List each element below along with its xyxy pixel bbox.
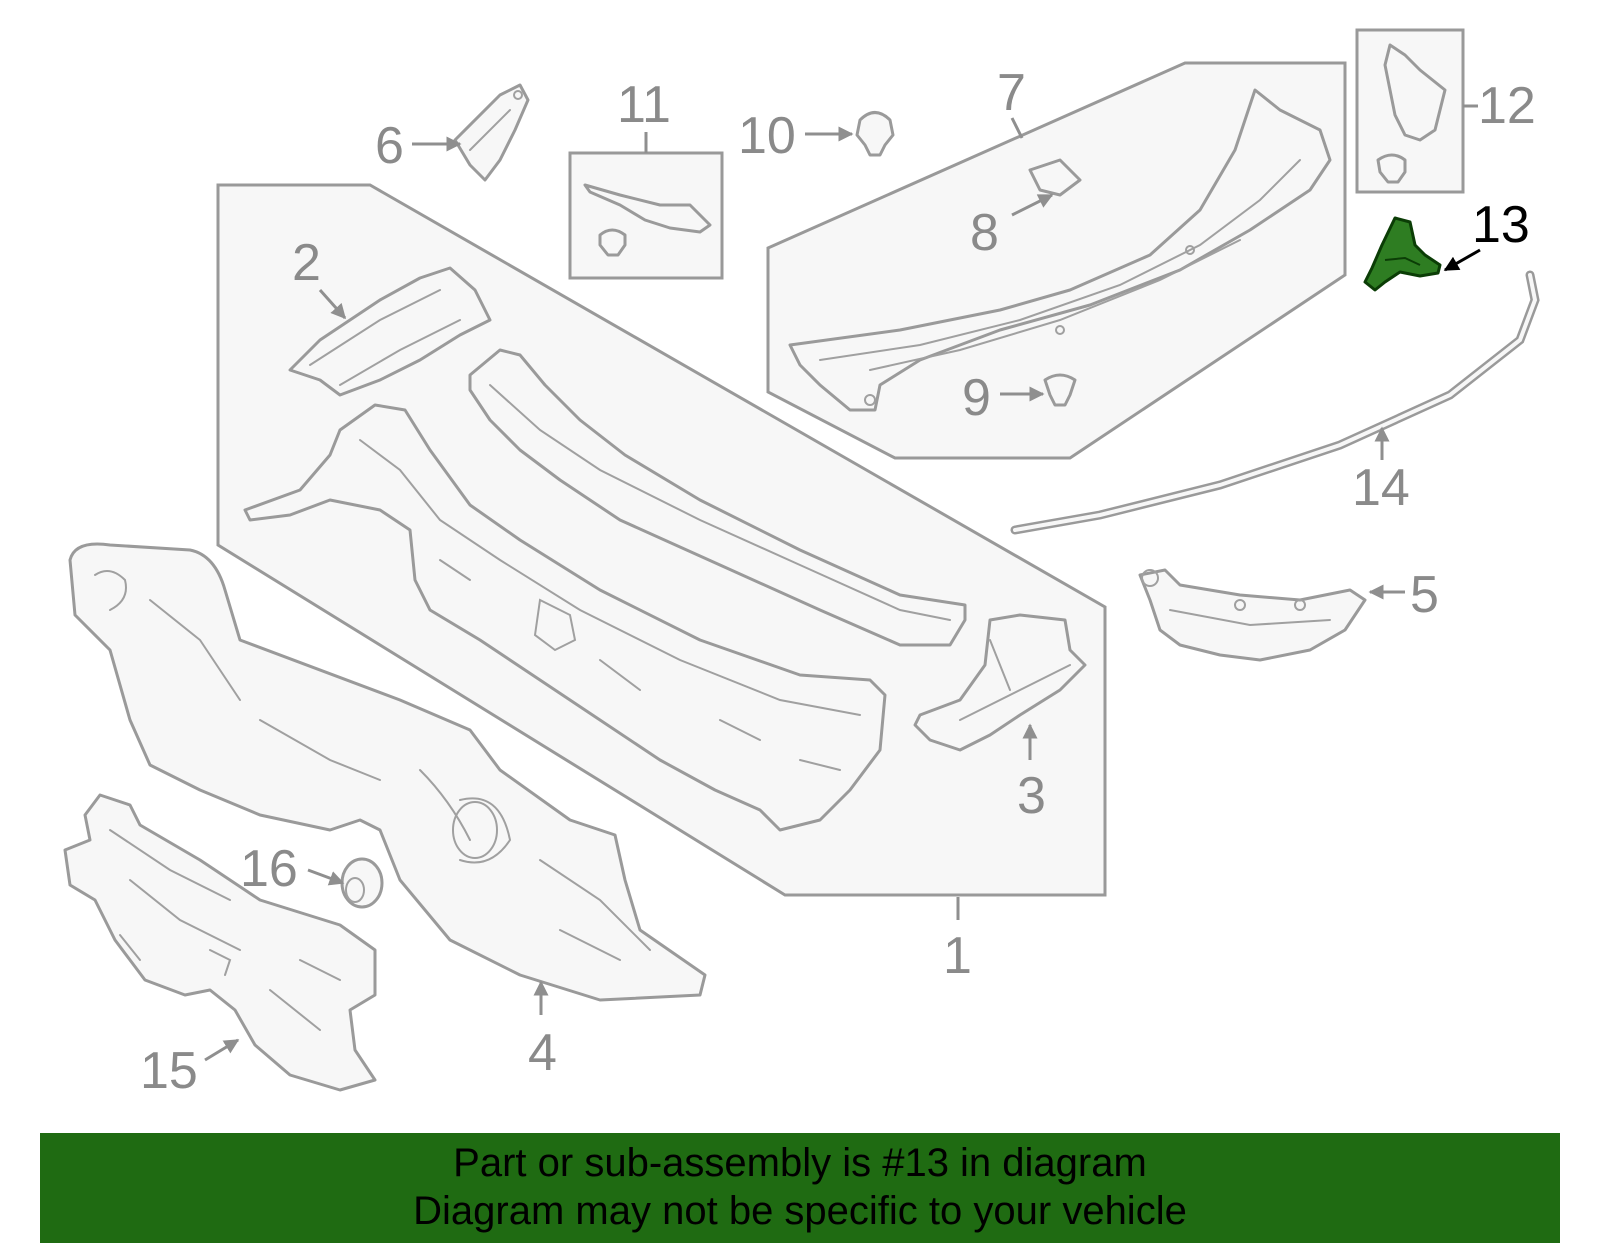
- part-8-seal: [1028, 158, 1082, 197]
- leader-8: [1011, 193, 1054, 217]
- callout-6: 6: [375, 117, 404, 175]
- part-1-upper-rail: [468, 348, 967, 647]
- callout-1: 1: [943, 927, 972, 985]
- part-3-bracket: [913, 613, 1087, 752]
- callout-15: 15: [140, 1042, 198, 1100]
- info-banner: Part or sub-assembly is #13 in diagram D…: [40, 1133, 1560, 1243]
- part-1-cowl-panel: [243, 403, 887, 832]
- callout-4: 4: [528, 1024, 557, 1082]
- leader-16: [307, 868, 345, 886]
- callout-7: 7: [997, 64, 1026, 122]
- part-6-bracket: [453, 83, 530, 182]
- callout-16: 16: [240, 840, 298, 898]
- part-9-clip: [1043, 373, 1077, 407]
- leader-7: [1010, 117, 1024, 139]
- part-12-seal: [1376, 43, 1447, 184]
- part-13-highlighted[interactable]: [1363, 216, 1442, 292]
- callout-10: 10: [738, 107, 796, 165]
- callout-11: 11: [617, 76, 671, 134]
- part-11-seal: [583, 183, 712, 257]
- callout-5: 5: [1410, 566, 1439, 624]
- callout-13: 13: [1472, 196, 1530, 254]
- part-5-bracket: [1138, 568, 1367, 662]
- part-2-bracket: [288, 266, 492, 397]
- part-4-dash-panel: [68, 542, 707, 1002]
- callout-9: 9: [962, 369, 991, 427]
- part-16-grommet: [340, 857, 384, 909]
- part-15-insulator: [63, 793, 377, 1092]
- leader-15: [204, 1038, 240, 1062]
- callout-2: 2: [292, 234, 321, 292]
- banner-line-2: Diagram may not be specific to your vehi…: [413, 1189, 1187, 1233]
- part-14-weatherstrip: [1010, 270, 1540, 535]
- leader-13: [1443, 248, 1481, 272]
- part-10-clip: [855, 111, 895, 157]
- callout-14: 14: [1352, 459, 1410, 517]
- callout-12: 12: [1478, 77, 1536, 135]
- banner-line-1: Part or sub-assembly is #13 in diagram: [453, 1141, 1147, 1185]
- callout-8: 8: [970, 204, 999, 262]
- leader-2: [318, 289, 347, 320]
- callout-3: 3: [1017, 767, 1046, 825]
- part-7-cowl-top: [788, 88, 1332, 412]
